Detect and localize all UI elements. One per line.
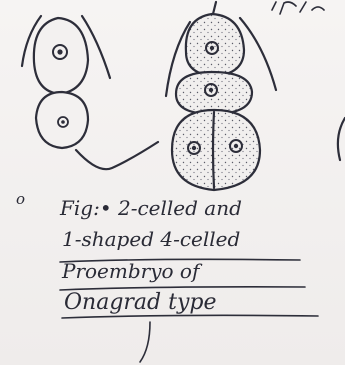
caption-line-2: 1-shaped 4-celled	[62, 227, 240, 251]
margin-mark: o	[16, 190, 25, 208]
top-right-scribble	[272, 2, 324, 14]
four-celled-proembryo	[166, 2, 276, 190]
middle-cell-nucleolus	[209, 88, 213, 92]
middle-cell	[176, 72, 252, 114]
caption-line-1: Fig:• 2-celled and	[59, 196, 242, 220]
vertical-wall	[213, 112, 214, 188]
caption-line-4: Onagrad type	[64, 290, 217, 315]
connector-curve	[76, 142, 158, 169]
top-cell	[186, 14, 244, 76]
caption-descender	[140, 322, 150, 362]
top-cell-nucleolus	[210, 46, 214, 50]
lower-cell	[36, 92, 88, 148]
basal-left-nucleolus	[192, 146, 196, 150]
two-celled-proembryo	[22, 16, 110, 148]
upper-cell	[34, 18, 88, 94]
basal-right-nucleolus	[234, 144, 238, 148]
lower-nucleolus	[61, 120, 65, 124]
basal-cell-pair	[172, 110, 260, 190]
right-edge-partial-shape	[338, 118, 345, 160]
upper-nucleolus	[57, 49, 62, 54]
caption-underline-3	[62, 315, 318, 318]
caption-line-3: Proembryo of	[61, 259, 203, 283]
